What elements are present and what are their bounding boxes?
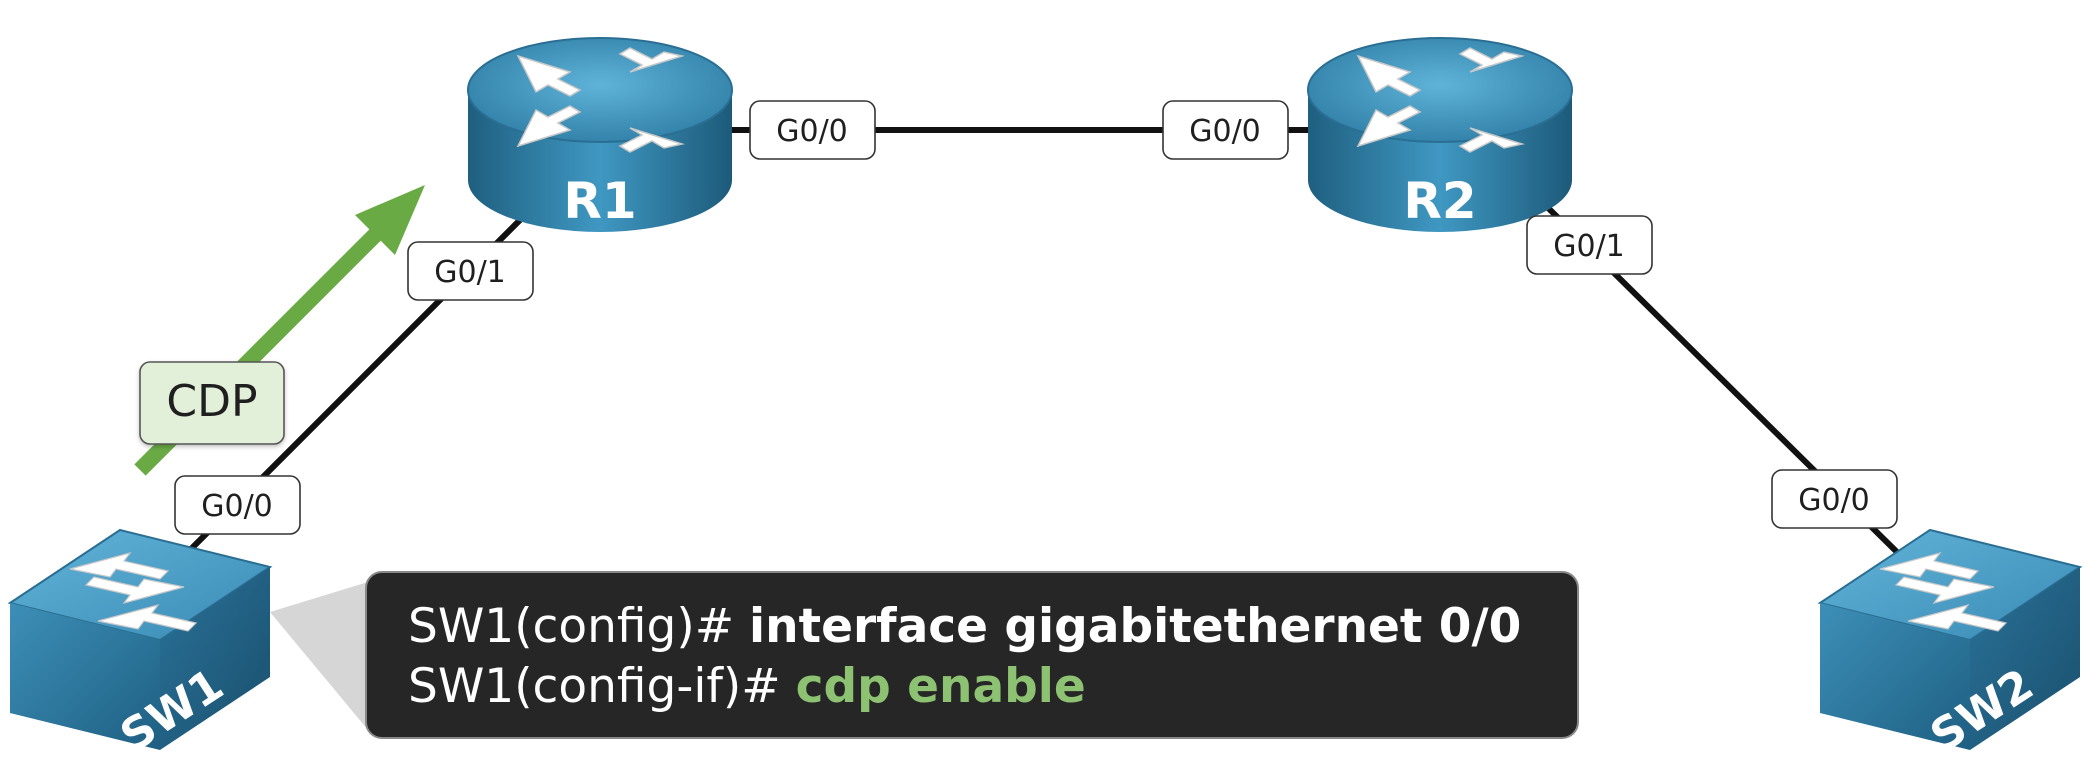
- label-sw1-g00-text: G0/0: [201, 489, 273, 524]
- links: [182, 127, 1908, 563]
- label-r2-g00: G0/0: [1162, 100, 1289, 160]
- cdp-tag: CDP: [139, 361, 285, 445]
- cdp-tag-text: CDP: [166, 376, 257, 427]
- router-top: [467, 37, 733, 143]
- label-r2-g01-text: G0/1: [1553, 229, 1625, 264]
- cdp-arrowhead-icon: [355, 185, 425, 255]
- label-r1-g00-text: G0/0: [776, 114, 848, 149]
- router-arrows-icon: [1356, 47, 1525, 153]
- label-r1-g01: G0/1: [407, 241, 534, 301]
- label-r2-g01: G0/1: [1526, 215, 1653, 275]
- label-r1-g00: G0/0: [749, 100, 876, 160]
- label-sw2-g00: G0/0: [1771, 469, 1898, 529]
- label-r1-g01-text: G0/1: [434, 255, 506, 290]
- cli-line-2: SW1(config-if)# cdp enable: [408, 659, 1086, 714]
- switch-left-face: [1820, 603, 1970, 750]
- switch-arrows-icon: [69, 551, 198, 632]
- callout-pointer: [270, 582, 368, 730]
- router-r1[interactable]: R1: [467, 37, 733, 232]
- cli-box: SW1(config)# interface gigabitethernet 0…: [365, 571, 1579, 739]
- label-sw2-g00-text: G0/0: [1798, 483, 1870, 518]
- router-top: [1307, 37, 1573, 143]
- switch-right-face: [160, 567, 270, 750]
- switch-sw1[interactable]: SW1: [7, 528, 273, 758]
- label-r2-g00-text: G0/0: [1189, 114, 1261, 149]
- cli-line-2-prompt: SW1(config-if)#: [408, 659, 796, 714]
- cli-line-1-command: interface gigabitethernet 0/0: [749, 599, 1521, 654]
- router-r1-label: R1: [563, 172, 636, 230]
- label-sw1-g00: G0/0: [174, 475, 301, 535]
- router-arrows-icon: [516, 47, 685, 153]
- switch-right-face: [1970, 567, 2080, 750]
- router-r2[interactable]: R2: [1307, 37, 1573, 232]
- cli-line-1-prompt: SW1(config)#: [408, 599, 749, 654]
- router-r2-label: R2: [1403, 172, 1476, 230]
- cli-line-2-command: cdp enable: [796, 659, 1086, 714]
- switch-sw2[interactable]: SW2: [1817, 528, 2083, 758]
- cli-line-1: SW1(config)# interface gigabitethernet 0…: [408, 599, 1521, 654]
- switch-arrows-icon: [1879, 551, 2008, 632]
- switch-left-face: [10, 603, 160, 750]
